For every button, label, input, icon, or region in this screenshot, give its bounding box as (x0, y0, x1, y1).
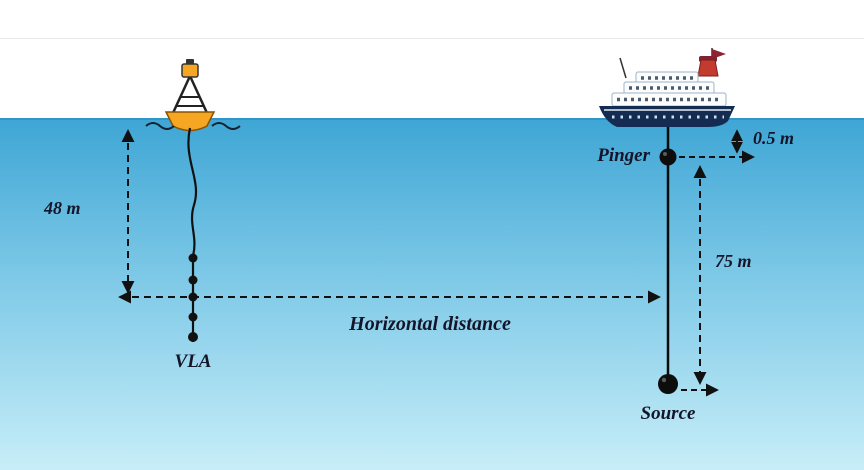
pinger-depth-label: 0.5 m (753, 128, 795, 148)
pinger-depth-dimension (679, 129, 755, 164)
vla-element (188, 312, 198, 322)
pinger-source-label: 75 m (715, 251, 752, 271)
buoy-icon (145, 59, 241, 132)
top-divider (0, 38, 864, 39)
vla-label: VLA (174, 351, 212, 372)
pinger-highlight (663, 152, 667, 156)
water-ripple-left (145, 122, 175, 130)
pinger-marker (659, 148, 677, 166)
source-highlight (661, 377, 667, 383)
cruise-ship-icon (599, 48, 735, 127)
vla-element (188, 332, 198, 342)
ship-funnel (697, 59, 719, 77)
source-marker (658, 374, 678, 394)
pinger-label: Pinger (597, 145, 650, 166)
pinger-source-dimension (681, 165, 719, 397)
vla-element (188, 275, 198, 285)
vla-depth-label: 48 m (44, 198, 81, 218)
water-ripple-right (211, 122, 241, 130)
ship-hull (599, 106, 735, 127)
source-label: Source (640, 403, 696, 424)
horizontal-distance-label: Horizontal distance (349, 313, 511, 335)
buoy-cable (187, 127, 198, 257)
vla-element (188, 253, 198, 263)
